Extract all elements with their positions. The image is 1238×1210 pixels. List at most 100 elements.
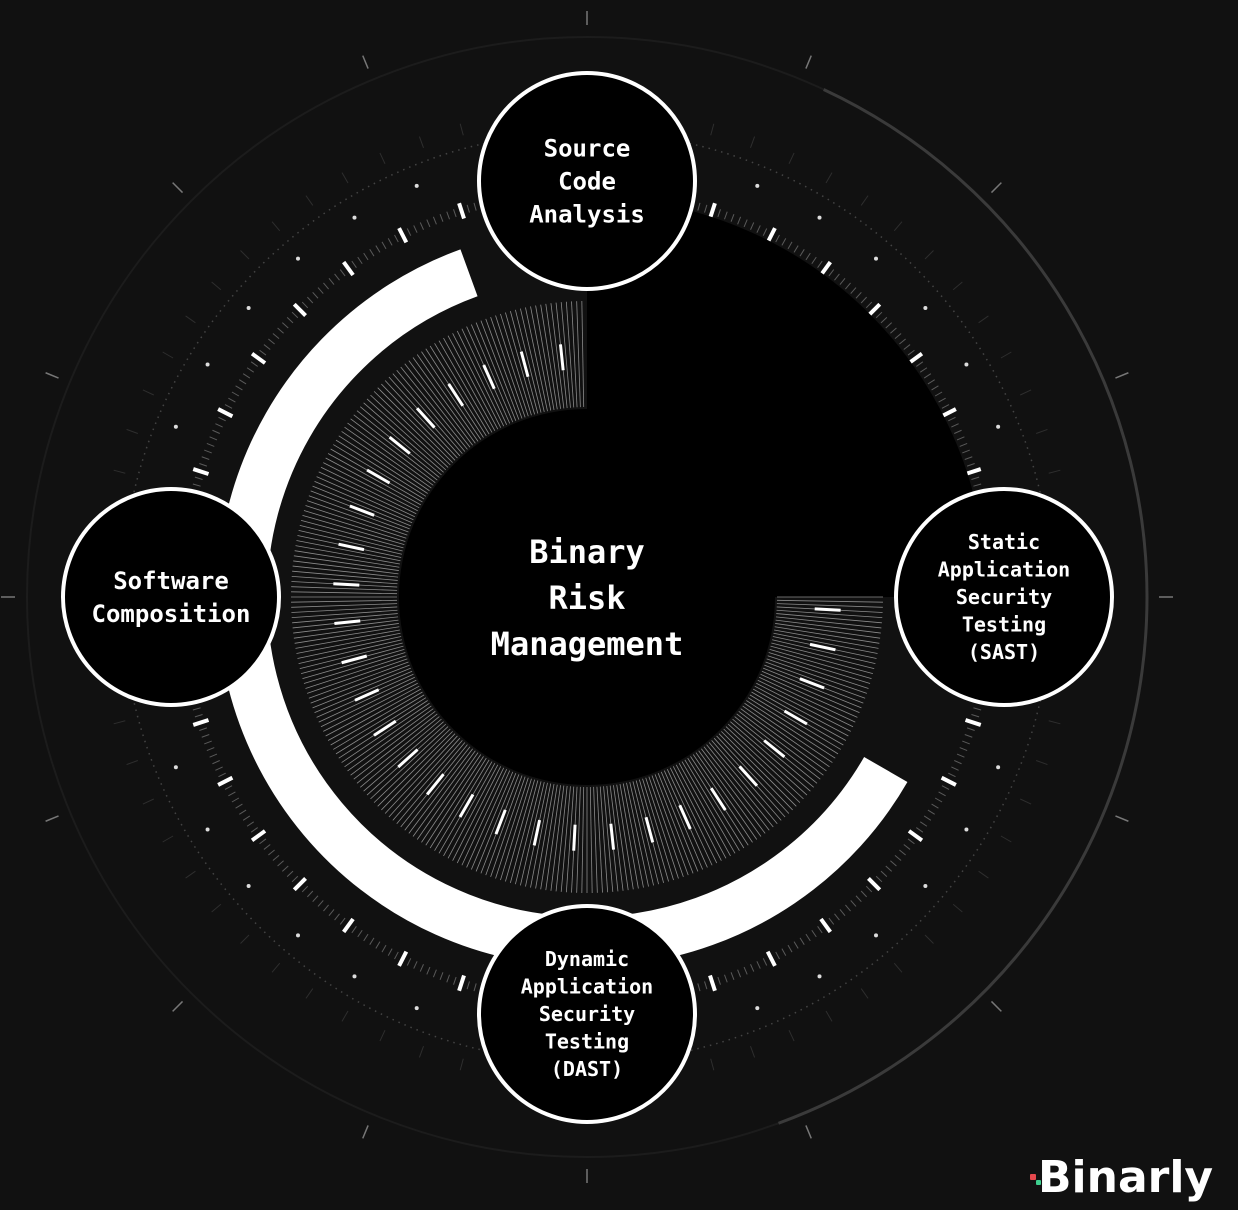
inner-ray <box>299 642 403 669</box>
inner-ray <box>766 658 868 694</box>
dense-tick <box>717 976 721 985</box>
outer-tick <box>172 182 184 194</box>
dense-tick <box>466 981 470 990</box>
inner-ray <box>475 773 517 872</box>
dense-tick <box>212 429 220 434</box>
inner-ray <box>366 398 447 471</box>
dense-tick <box>242 815 251 821</box>
faint-tick <box>1020 798 1032 805</box>
inner-ray <box>723 728 801 803</box>
ring-dot <box>205 362 210 367</box>
inner-ray <box>550 303 565 409</box>
dense-tick <box>228 791 236 797</box>
faint-tick <box>952 281 963 291</box>
dense-tick <box>369 249 375 257</box>
inner-ray <box>565 301 575 408</box>
inner-ray <box>738 711 824 776</box>
inner-highlight <box>644 816 655 843</box>
inner-ray <box>666 769 713 866</box>
inner-ray <box>629 782 654 886</box>
dense-tick <box>923 373 932 379</box>
dense-tick <box>850 900 857 907</box>
dense-tick <box>865 301 873 309</box>
dense-tick <box>235 803 243 809</box>
inner-ray <box>774 626 880 644</box>
inner-ray <box>305 505 407 539</box>
dense-tick <box>419 964 424 972</box>
dense-tick <box>964 734 973 738</box>
faint-tick <box>271 221 281 232</box>
dense-tick <box>369 937 375 945</box>
binarly-logo: Binarly <box>1030 1152 1213 1202</box>
inner-ray <box>660 771 704 870</box>
faint-tick <box>211 903 222 913</box>
inner-ray <box>318 676 415 723</box>
dense-tick <box>342 917 355 934</box>
dense-tick <box>228 397 236 403</box>
inner-ray <box>302 515 405 546</box>
dense-tick <box>291 875 299 883</box>
node-circle-software-composition <box>61 487 281 707</box>
dense-tick <box>697 983 701 992</box>
node-circle-sast <box>894 487 1114 707</box>
faint-tick <box>893 221 903 232</box>
dense-tick <box>250 827 258 833</box>
inner-ray <box>333 444 425 500</box>
faint-tick <box>341 1010 349 1022</box>
inner-ray <box>320 679 417 728</box>
inner-ray <box>669 767 718 864</box>
inner-ray <box>771 642 875 669</box>
inner-ray <box>408 360 473 446</box>
faint-tick <box>126 760 138 766</box>
node-label-software-composition-1: Composition <box>92 600 251 628</box>
inner-ray <box>736 713 821 780</box>
dense-tick <box>375 245 381 253</box>
inner-ray <box>776 599 883 603</box>
inner-ray <box>687 757 745 849</box>
dense-tick <box>951 766 959 771</box>
dense-tick <box>931 803 939 809</box>
dense-tick <box>941 785 950 790</box>
inner-ray <box>443 337 496 432</box>
dense-tick <box>737 969 742 978</box>
dense-tick <box>342 260 355 277</box>
dense-tick <box>750 222 755 230</box>
inner-ray <box>296 632 401 654</box>
dense-tick <box>927 379 935 385</box>
node-label-software-composition-0: Software <box>113 567 229 595</box>
inner-highlight <box>763 739 786 759</box>
inner-ray <box>515 781 542 885</box>
inner-ray <box>359 406 442 476</box>
dense-tick <box>964 718 982 727</box>
center-hub: Binary Risk Management <box>399 409 775 785</box>
dense-tick <box>775 951 780 960</box>
dense-tick <box>956 436 965 441</box>
inner-ray <box>384 380 458 459</box>
dense-tick <box>762 228 768 236</box>
inner-ray <box>373 728 451 803</box>
dense-tick <box>860 296 867 304</box>
dense-tick <box>357 929 363 938</box>
dense-tick <box>875 311 883 319</box>
inner-ray <box>749 694 841 750</box>
inner-ray <box>638 779 669 882</box>
dense-tick <box>192 467 210 476</box>
faint-tick <box>185 870 196 879</box>
dense-tick <box>811 256 817 265</box>
inner-ray <box>505 779 536 882</box>
dense-tick <box>894 855 902 861</box>
dense-tick <box>819 917 832 934</box>
center-line-1: Binary <box>529 533 645 571</box>
dense-tick <box>199 727 208 731</box>
inner-ray <box>510 780 539 884</box>
faint-tick <box>710 123 715 136</box>
ring-dot <box>414 183 419 188</box>
inner-ray <box>353 713 438 780</box>
inner-highlight <box>738 765 759 787</box>
dense-tick <box>432 216 437 225</box>
outer-tick <box>990 1000 1002 1012</box>
dense-tick <box>793 941 799 949</box>
inner-ray <box>327 688 422 741</box>
dense-tick <box>235 385 243 391</box>
node-label-source-code-analysis-2: Analysis <box>529 200 645 228</box>
